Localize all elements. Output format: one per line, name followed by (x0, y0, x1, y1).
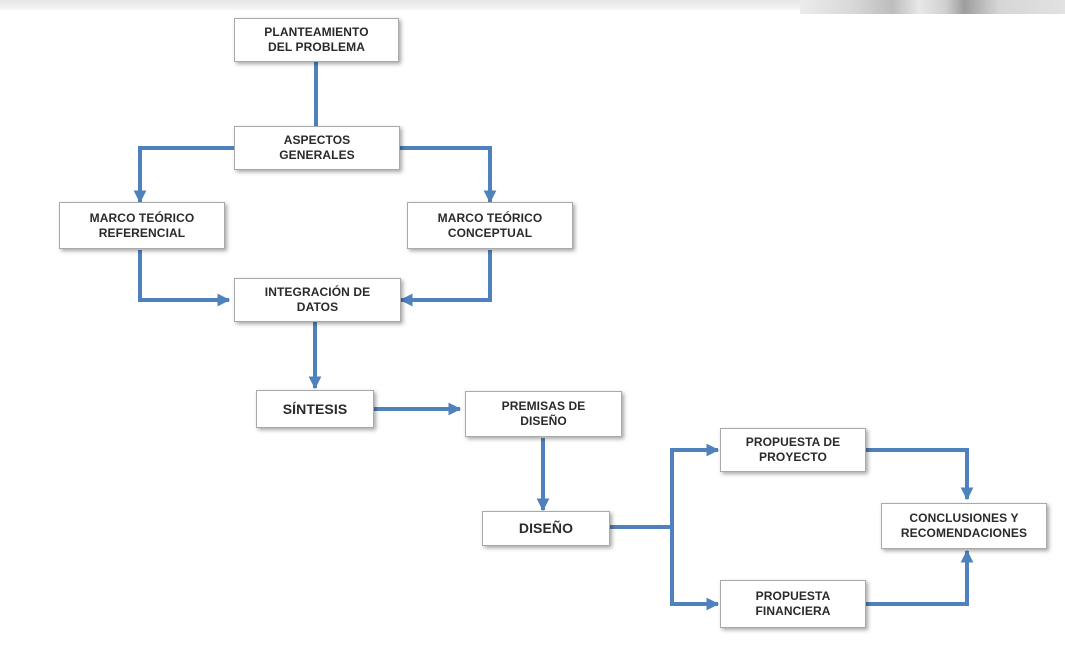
connector-propuesta-proyecto-conclusiones (866, 448, 974, 501)
node-label: SÍNTESIS (282, 400, 348, 417)
node-label: MARCO TEÓRICO REFERENCIAL (89, 210, 195, 240)
node-label: PROPUESTA DE PROYECTO (745, 435, 841, 464)
top-border (0, 0, 1065, 10)
node-label: ASPECTOS GENERALES (279, 133, 355, 162)
node-propuesta-de-proyecto: PROPUESTA DE PROYECTO (720, 428, 866, 472)
node-planteamiento-del-problema: PLANTEAMIENTO DEL PROBLEMA (234, 18, 399, 62)
node-sintesis: SÍNTESIS (256, 390, 374, 428)
connector-diseno-propuesta-proyecto (610, 443, 720, 529)
corner-decoration (800, 0, 1065, 14)
node-diseno: DISEÑO (482, 511, 610, 546)
node-label: PLANTEAMIENTO DEL PROBLEMA (264, 25, 369, 54)
node-label: INTEGRACIÓN DE DATOS (264, 285, 371, 314)
node-propuesta-financiera: PROPUESTA FINANCIERA (720, 580, 866, 628)
node-marco-teorico-referencial: MARCO TEÓRICO REFERENCIAL (59, 202, 225, 249)
node-label: DISEÑO (518, 520, 574, 536)
connector-marco-conceptual-integracion (399, 250, 492, 307)
node-integracion-de-datos: INTEGRACIÓN DE DATOS (234, 278, 401, 322)
connector-diseno-propuesta-financiera (670, 527, 720, 611)
node-label: CONCLUSIONES Y RECOMENDACIONES (900, 511, 1028, 540)
connector-aspectos-marco-referencial (133, 146, 234, 204)
connector-propuesta-financiera-conclusiones (866, 549, 974, 606)
connector-aspectos-marco-conceptual (400, 146, 497, 204)
node-label: PROPUESTA FINANCIERA (755, 589, 831, 618)
connector-marco-referencial-integracion (138, 250, 231, 307)
node-label: MARCO TEÓRICO CONCEPTUAL (437, 210, 543, 240)
node-premisas-de-diseno: PREMISAS DE DISEÑO (465, 391, 622, 437)
node-label: PREMISAS DE DISEÑO (501, 399, 586, 428)
node-marco-teorico-conceptual: MARCO TEÓRICO CONCEPTUAL (407, 202, 573, 249)
node-conclusiones-y-recomendaciones: CONCLUSIONES Y RECOMENDACIONES (881, 503, 1047, 549)
node-aspectos-generales: ASPECTOS GENERALES (234, 126, 400, 170)
